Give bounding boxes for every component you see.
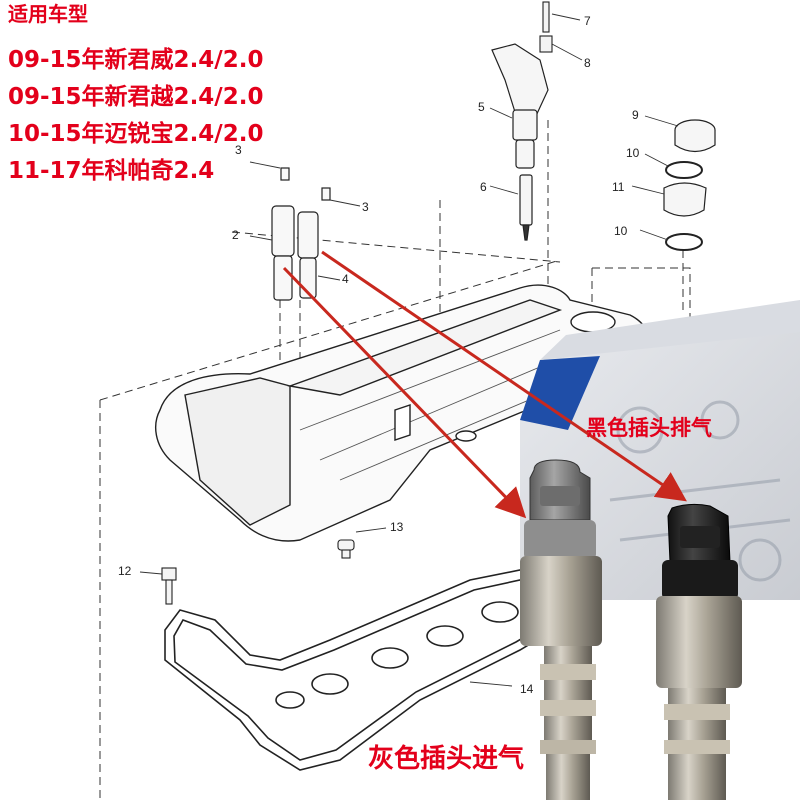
top-bolt [539, 1, 553, 53]
valve-cover [154, 284, 652, 542]
exhaust-label: 黑色插头排气 [586, 416, 712, 440]
pointer-arrows [282, 250, 687, 519]
fitment-model-3: 10-15年迈锐宝2.4/2.0 [8, 121, 264, 147]
callout-13: 13 [390, 520, 404, 534]
solenoid-drawings [271, 167, 331, 301]
leader-lines [139, 13, 679, 687]
callout-5: 5 [478, 100, 485, 114]
callout-11: 11 [612, 180, 625, 194]
callout-12: 12 [118, 564, 132, 578]
callout-7: 7 [584, 14, 591, 28]
callout-2: 2 [232, 228, 239, 242]
callout-10b: 10 [614, 224, 628, 238]
callout-6: 6 [480, 180, 487, 194]
callout-8: 8 [584, 56, 591, 70]
ignition-coil [491, 43, 549, 241]
dashed-boundary [99, 120, 691, 800]
callout-14: 14 [520, 682, 534, 696]
fitment-model-2: 09-15年新君越2.4/2.0 [8, 84, 264, 110]
callout-9: 9 [632, 108, 639, 122]
exhaust-solenoid-photo [656, 503, 742, 800]
fitment-heading: 适用车型 [8, 2, 88, 26]
exhaust-arrow [321, 250, 687, 502]
intake-solenoid-photo [520, 459, 602, 800]
callout-10a: 10 [626, 146, 640, 160]
fitment-model-1: 09-15年新君威2.4/2.0 [8, 47, 264, 73]
intake-arrow [282, 266, 527, 519]
callout-3a: 3 [235, 143, 242, 157]
intake-label: 灰色插头进气 [368, 744, 525, 774]
small-bolts [161, 539, 355, 605]
callout-3b: 3 [362, 200, 369, 214]
callout-4: 4 [342, 272, 349, 286]
oil-cap-assembly [663, 119, 716, 251]
fitment-model-4: 11-17年科帕奇2.4 [8, 158, 215, 184]
